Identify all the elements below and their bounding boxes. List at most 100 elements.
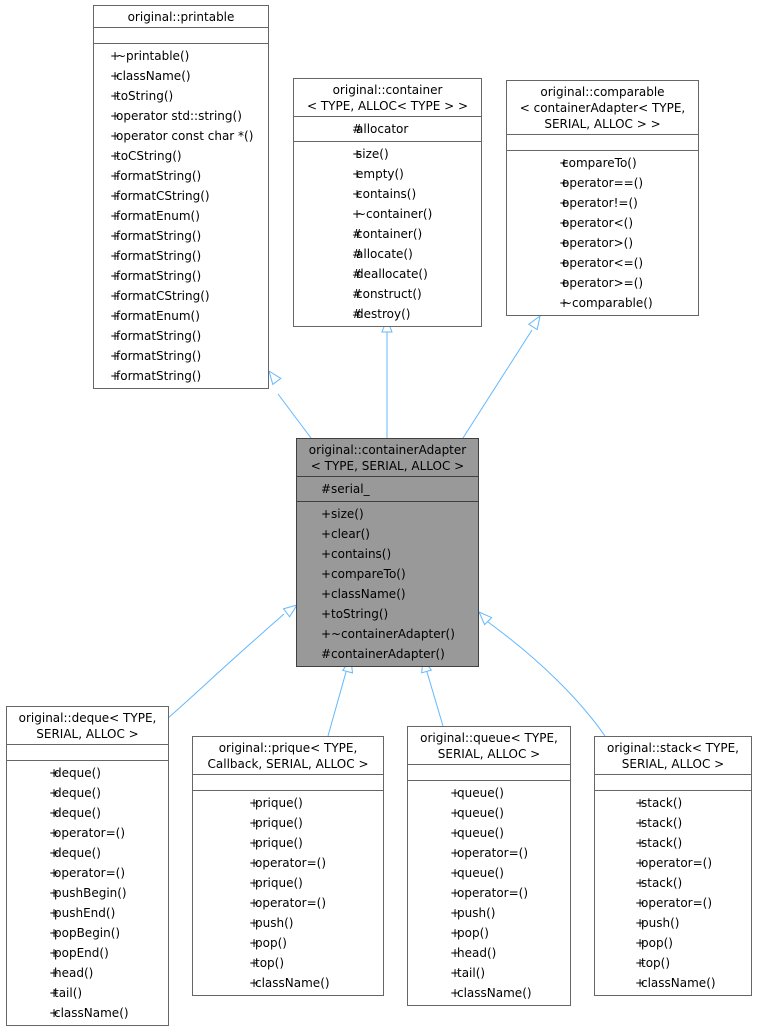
method-row[interactable]: +~printable() (94, 46, 268, 66)
method-row[interactable]: +formatString() (94, 366, 268, 386)
method-row[interactable]: +~containerAdapter() (297, 624, 478, 644)
method-row[interactable]: +compareTo() (507, 153, 698, 173)
method-row[interactable]: +queue() (408, 863, 570, 883)
method-row[interactable]: +head() (408, 943, 570, 963)
method-row[interactable]: +className() (94, 66, 268, 86)
method-row[interactable]: +prique() (193, 833, 383, 853)
method-row[interactable]: +formatString() (94, 346, 268, 366)
method-row[interactable]: +queue() (408, 783, 570, 803)
class-box-containerAdapter[interactable]: original::containerAdapter< TYPE, SERIAL… (296, 438, 479, 667)
method-row[interactable]: +stack() (595, 813, 751, 833)
class-box-prique[interactable]: original::prique< TYPE,Callback, SERIAL,… (192, 736, 384, 996)
method-row[interactable]: +prique() (193, 793, 383, 813)
method-name: className() (331, 587, 406, 601)
method-row[interactable]: +tail() (7, 983, 168, 1003)
method-row[interactable]: +top() (193, 953, 383, 973)
method-row[interactable]: +className() (408, 983, 570, 1003)
method-row[interactable]: +operator=() (7, 863, 168, 883)
method-row[interactable]: +formatCString() (94, 286, 268, 306)
method-row[interactable]: +deque() (7, 763, 168, 783)
method-row[interactable]: +className() (595, 973, 751, 993)
method-row[interactable]: +className() (193, 973, 383, 993)
attribute-row[interactable]: #allocator (294, 119, 481, 139)
method-row[interactable]: +pushEnd() (7, 903, 168, 923)
method-row[interactable]: +operator std::string() (94, 106, 268, 126)
method-row[interactable]: +toString() (94, 86, 268, 106)
method-row[interactable]: +size() (294, 144, 481, 164)
class-box-container[interactable]: original::container< TYPE, ALLOC< TYPE >… (293, 78, 482, 327)
method-row[interactable]: +head() (7, 963, 168, 983)
class-box-queue[interactable]: original::queue< TYPE,SERIAL, ALLOC >+qu… (407, 726, 571, 1006)
method-row[interactable]: +operator=() (595, 853, 751, 873)
method-row[interactable]: +deque() (7, 803, 168, 823)
method-row[interactable]: +formatString() (94, 226, 268, 246)
method-row[interactable]: +operator!=() (507, 193, 698, 213)
method-row[interactable]: +~comparable() (507, 293, 698, 313)
method-row[interactable]: +formatString() (94, 326, 268, 346)
class-box-stack[interactable]: original::stack< TYPE,SERIAL, ALLOC >+st… (594, 736, 752, 996)
method-row[interactable]: +push() (193, 913, 383, 933)
method-row[interactable]: +formatEnum() (94, 206, 268, 226)
method-row[interactable]: +toString() (297, 604, 478, 624)
method-row[interactable]: +operator>() (507, 233, 698, 253)
method-row[interactable]: +operator==() (507, 173, 698, 193)
method-row[interactable]: +formatCString() (94, 186, 268, 206)
method-row[interactable]: +deque() (7, 843, 168, 863)
method-row[interactable]: +operator const char *() (94, 126, 268, 146)
method-row[interactable]: +contains() (297, 544, 478, 564)
method-row[interactable]: +push() (408, 903, 570, 923)
method-row[interactable]: +pushBegin() (7, 883, 168, 903)
method-row[interactable]: +operator=() (193, 893, 383, 913)
method-name: formatString() (116, 269, 202, 283)
method-row[interactable]: +compareTo() (297, 564, 478, 584)
method-row[interactable]: +operator=() (193, 853, 383, 873)
method-row[interactable]: +contains() (294, 184, 481, 204)
method-row[interactable]: #allocate() (294, 244, 481, 264)
method-row[interactable]: +formatString() (94, 266, 268, 286)
method-row[interactable]: +pop() (408, 923, 570, 943)
method-row[interactable]: #deallocate() (294, 264, 481, 284)
visibility-marker: + (635, 916, 646, 930)
method-row[interactable]: +formatString() (94, 246, 268, 266)
method-row[interactable]: +prique() (193, 813, 383, 833)
method-row[interactable]: +queue() (408, 823, 570, 843)
method-row[interactable]: +operator=() (408, 843, 570, 863)
method-row[interactable]: +popBegin() (7, 923, 168, 943)
method-row[interactable]: +operator<=() (507, 253, 698, 273)
method-row[interactable]: +~container() (294, 204, 481, 224)
method-row[interactable]: +tail() (408, 963, 570, 983)
method-row[interactable]: +stack() (595, 873, 751, 893)
method-row[interactable]: +stack() (595, 793, 751, 813)
method-row[interactable]: +pop() (595, 933, 751, 953)
method-row[interactable]: +formatString() (94, 166, 268, 186)
method-row[interactable]: +operator=() (7, 823, 168, 843)
method-row[interactable]: +popEnd() (7, 943, 168, 963)
method-row[interactable]: +formatEnum() (94, 306, 268, 326)
method-row[interactable]: +pop() (193, 933, 383, 953)
method-row[interactable]: +operator=() (408, 883, 570, 903)
method-row[interactable]: +operator<() (507, 213, 698, 233)
method-row[interactable]: +className() (297, 584, 478, 604)
class-title-line: SERIAL, ALLOC > (437, 747, 541, 761)
method-row[interactable]: +toCString() (94, 146, 268, 166)
attribute-row[interactable]: #serial_ (297, 479, 478, 499)
method-row[interactable]: #destroy() (294, 304, 481, 324)
method-row[interactable]: #container() (294, 224, 481, 244)
method-row[interactable]: +operator=() (595, 893, 751, 913)
method-row[interactable]: +clear() (297, 524, 478, 544)
method-row[interactable]: +prique() (193, 873, 383, 893)
method-row[interactable]: +stack() (595, 833, 751, 853)
method-row[interactable]: +deque() (7, 783, 168, 803)
method-row[interactable]: +size() (297, 504, 478, 524)
class-box-comparable[interactable]: original::comparable< containerAdapter< … (506, 80, 699, 316)
class-box-printable[interactable]: original::printable+~printable()+classNa… (93, 5, 269, 389)
method-row[interactable]: #containerAdapter() (297, 644, 478, 664)
method-row[interactable]: +empty() (294, 164, 481, 184)
method-row[interactable]: +queue() (408, 803, 570, 823)
method-row[interactable]: +push() (595, 913, 751, 933)
method-row[interactable]: #construct() (294, 284, 481, 304)
class-box-deque[interactable]: original::deque< TYPE,SERIAL, ALLOC >+de… (6, 706, 169, 1026)
method-row[interactable]: +operator>=() (507, 273, 698, 293)
method-row[interactable]: +className() (7, 1003, 168, 1023)
method-row[interactable]: +top() (595, 953, 751, 973)
